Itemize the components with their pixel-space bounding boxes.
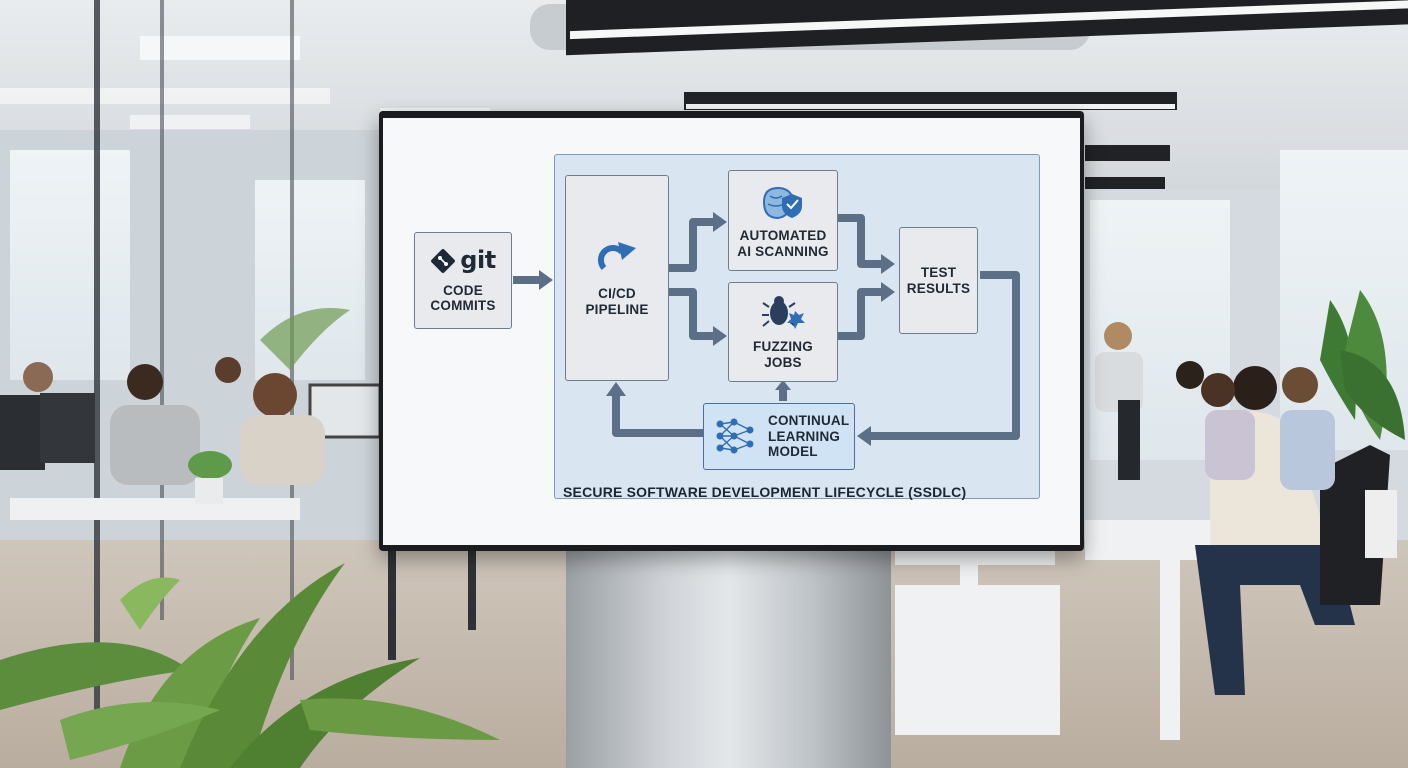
ai-scanning-label: AUTOMATED AI SCANNING xyxy=(737,227,829,259)
cicd-pipeline-box: CI/CD PIPELINE xyxy=(565,175,669,381)
git-logo-text: git xyxy=(460,246,496,275)
arrow-results-to-model xyxy=(867,271,1020,440)
flow-arrows xyxy=(513,212,1020,446)
ai-scanning-box: AUTOMATED AI SCANNING xyxy=(728,170,838,271)
arrow-fuzzing-to-results xyxy=(838,288,883,340)
brain-shield-icon xyxy=(762,186,802,219)
fuzzing-jobs-label: FUZZING JOBS xyxy=(753,339,813,370)
git-logo-icon xyxy=(431,249,456,273)
learning-model-box: CONTINUAL LEARNING MODEL xyxy=(703,403,855,470)
fuzzing-jobs-box: FUZZING JOBS xyxy=(728,282,838,382)
arrow-pipeline-to-fuzzing xyxy=(669,288,715,340)
tv-screen: git CODE COMMITS CI/CD PIPELINE AUTOMATE… xyxy=(383,118,1080,545)
test-results-box: TEST RESULTS xyxy=(899,227,978,334)
learning-model-label: CONTINUAL LEARNING MODEL xyxy=(768,413,850,460)
ssdlc-caption: SECURE SOFTWARE DEVELOPMENT LIFECYCLE (S… xyxy=(563,484,967,500)
arrow-scanning-to-results xyxy=(838,214,883,268)
cicd-pipeline-label: CI/CD PIPELINE xyxy=(585,286,649,317)
refresh-arrow-icon xyxy=(597,242,636,271)
test-results-label: TEST RESULTS xyxy=(906,264,971,296)
neural-network-icon xyxy=(716,418,754,453)
bug-icon xyxy=(762,296,805,330)
arrow-pipeline-to-scanning xyxy=(669,218,715,272)
code-commits-box: git CODE COMMITS xyxy=(414,232,512,329)
display-stand xyxy=(566,541,891,768)
arrow-model-to-pipeline xyxy=(612,394,703,437)
code-commits-label: CODE COMMITS xyxy=(430,282,496,314)
